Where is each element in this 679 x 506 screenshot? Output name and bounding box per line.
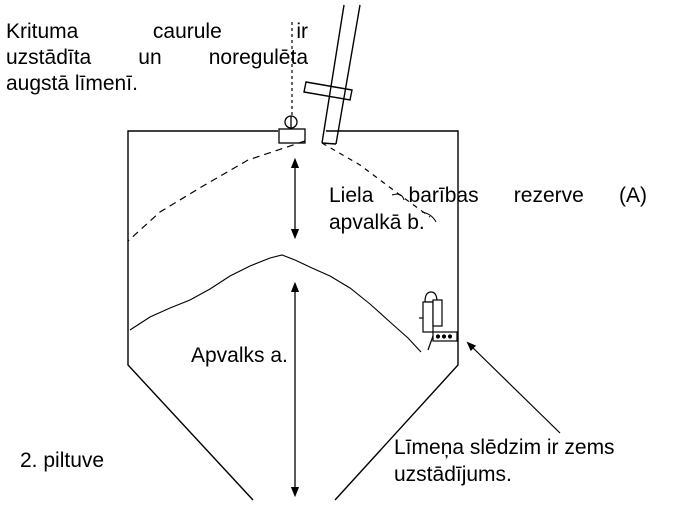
drop-tube-label-2: uzstādīta un noregulēta [6,45,308,71]
drop-tube-label: Krituma caurule ir [6,19,308,45]
upper-feed-surface-dashed [127,140,306,242]
drop-tube-label-line2: uzstādīta un noregulēta [6,46,308,69]
large-reserve-label: Liela barības rezerve (A) [329,183,647,209]
upper-feed-surface-dashed-right [321,142,431,218]
tube-clamp [303,81,353,101]
large-reserve-label-line1: Liela barības rezerve (A) [329,184,647,207]
shell-a-label: Apvalks a. [191,343,288,369]
level-switch [419,291,458,351]
level-switch-label-line2: uzstādījums. [394,463,512,486]
drop-tube-label-line3: augstā līmenī. [6,72,138,95]
drop-tube-label-line1: Krituma caurule ir [6,20,308,43]
reserve-label-leader [391,193,437,223]
drop-tube [303,4,361,145]
hopper-left-wall [127,130,278,501]
large-reserve-label-line2: apvalkā b. [329,211,425,234]
level-switch-leader [466,341,561,434]
level-sensor [278,115,306,144]
level-switch-label-line1: Līmeņa slēdzim ir zems [394,436,615,459]
feed-pile-surface [129,254,422,353]
hopper-outline [127,130,459,501]
hopper-right-wall [326,130,459,501]
hopper-label: 2. piltuve [20,449,105,472]
